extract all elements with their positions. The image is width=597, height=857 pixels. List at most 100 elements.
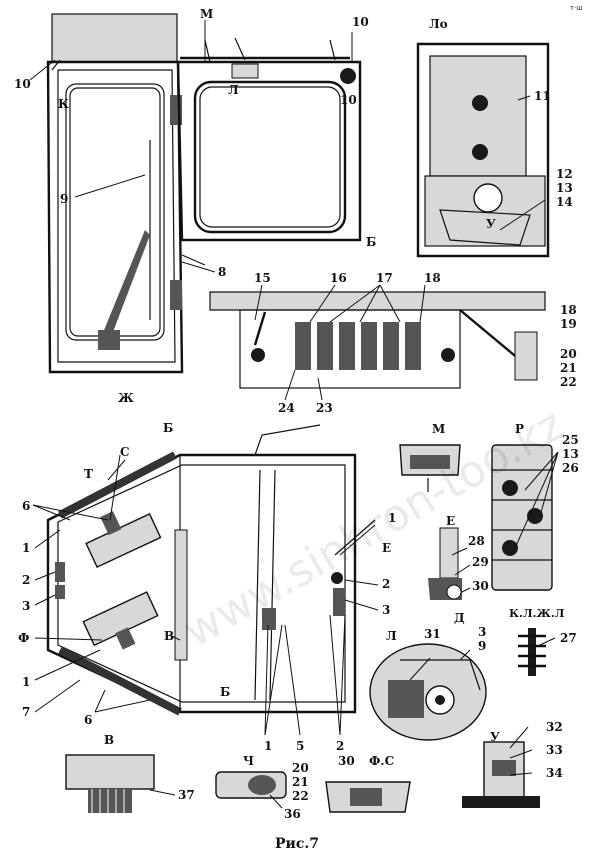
callout-mid-2b: 2 (382, 577, 390, 591)
door-top-panel (51, 13, 178, 63)
rear-window-assembly (176, 37, 362, 266)
view-lo-label: Ло (429, 17, 448, 31)
callout-mid-9: 9 (478, 639, 486, 653)
roof-switch (333, 588, 345, 616)
callout-top-9: 9 (60, 192, 68, 206)
view-fs-label: Ф.С (369, 754, 394, 768)
callout-top-20: 20 (560, 347, 577, 361)
callout-mid-B4: Б (220, 685, 230, 699)
callout-bot-34: 34 (546, 766, 563, 780)
fuse-2 (317, 322, 333, 370)
fuse-4 (361, 322, 377, 370)
door-hinge-bottom (170, 280, 182, 310)
view-m-label: М (432, 422, 445, 436)
corner-mark: т·ш (570, 4, 583, 12)
callout-bot-22: 22 (292, 789, 309, 803)
callout-mid-L: Л (386, 629, 397, 643)
callout-mid-1d: 1 (264, 739, 272, 753)
callout-mid-5: 5 (296, 739, 304, 753)
callout-bot-32: 32 (546, 720, 563, 734)
terminal-base (239, 309, 461, 389)
callout-mid-26: 26 (562, 461, 579, 475)
callout-top-19: 19 (560, 317, 577, 331)
callout-mid-6: 6 (22, 499, 30, 513)
top-right-lamp (340, 68, 356, 84)
callout-mid-3b: 3 (382, 603, 390, 617)
callout-top-10b: 10 (352, 15, 369, 29)
leader-lines (29, 20, 559, 809)
callout-mid-B: Б (163, 421, 173, 435)
callout-mid-T: Т (84, 467, 93, 481)
callout-mid-3c: 3 (478, 625, 486, 639)
roof-harness (254, 469, 276, 701)
callout-bot-21: 21 (292, 775, 309, 789)
roof-center-beam (174, 529, 188, 661)
callout-top-17: 17 (376, 271, 393, 285)
callout-mid-28: 28 (468, 534, 485, 548)
top-wires (204, 37, 336, 63)
callout-mid-C: С (120, 445, 130, 459)
callout-top-L: Л (228, 83, 239, 97)
callout-top-B: Б (366, 235, 376, 249)
plate-lo-view (416, 42, 550, 258)
callout-mid-2c: 2 (336, 739, 344, 753)
fuse-1 (295, 322, 311, 370)
view-d-label: Д (454, 611, 465, 625)
door-wiper-arm (100, 230, 150, 345)
plate-hole (473, 183, 503, 213)
callout-mid-B3: В (164, 629, 174, 643)
callout-top-12: 12 (556, 167, 573, 181)
view-r-label: Р (515, 422, 524, 436)
callout-top-K: К (58, 97, 69, 111)
view-ch-label: Ч (243, 754, 254, 768)
callout-mid-29: 29 (472, 555, 489, 569)
callout-mid-1b: 1 (22, 675, 30, 689)
callout-mid-1: 1 (22, 541, 30, 555)
door-wiper-motor (98, 330, 120, 350)
callout-mid-6b: 6 (84, 713, 92, 727)
fuse-6 (405, 322, 421, 370)
callout-top-10c: 10 (340, 93, 357, 107)
callout-mid-2: 2 (22, 573, 30, 587)
view-klzh-label: К.Л.Ж.Л (509, 607, 565, 620)
detail-klzh (518, 628, 546, 676)
callout-top-21: 21 (560, 361, 577, 375)
figure-caption: Рис.7 (275, 836, 319, 852)
roof-inner-outline (57, 464, 346, 703)
rear-window-glass (193, 80, 347, 234)
callout-bot-37: 37 (178, 788, 195, 802)
callout-top-13: 13 (556, 181, 573, 195)
callout-bot-33: 33 (546, 743, 563, 757)
roof-rear-rail (58, 646, 182, 716)
cab-roof-assembly (46, 424, 376, 716)
detail-r (491, 444, 553, 591)
callout-top-8: 8 (218, 265, 226, 279)
callout-mid-27: 27 (560, 631, 577, 645)
view-v-label: В (104, 733, 114, 747)
detail-e (428, 527, 462, 600)
fuse-3 (339, 322, 355, 370)
callout-top-22: 22 (560, 375, 577, 389)
detail-d (369, 643, 487, 741)
callout-top-U: У (486, 217, 496, 231)
view-u-label: У (490, 730, 500, 744)
callout-bot-30: 30 (338, 754, 355, 768)
callout-mid-30: 30 (472, 579, 489, 593)
roof-lamp-rear (82, 591, 159, 650)
detail-ch (215, 771, 287, 799)
callout-mid-1c: 1 (388, 511, 396, 525)
plate-outer (416, 42, 550, 258)
callout-top-23: 23 (316, 401, 333, 415)
callout-top-16: 16 (330, 271, 347, 285)
callout-top-10a: 10 (14, 77, 31, 91)
detail-fs (325, 781, 411, 813)
callout-top-14: 14 (556, 195, 573, 209)
callout-top-15: 15 (254, 271, 271, 285)
view-zh-label: Ж (118, 391, 134, 405)
callout-mid-F: Ф (18, 631, 29, 645)
view-e-label: Е (446, 514, 455, 528)
callout-mid-3: 3 (22, 599, 30, 613)
callout-bot-20: 20 (292, 761, 309, 775)
callout-top-18: 18 (424, 271, 441, 285)
